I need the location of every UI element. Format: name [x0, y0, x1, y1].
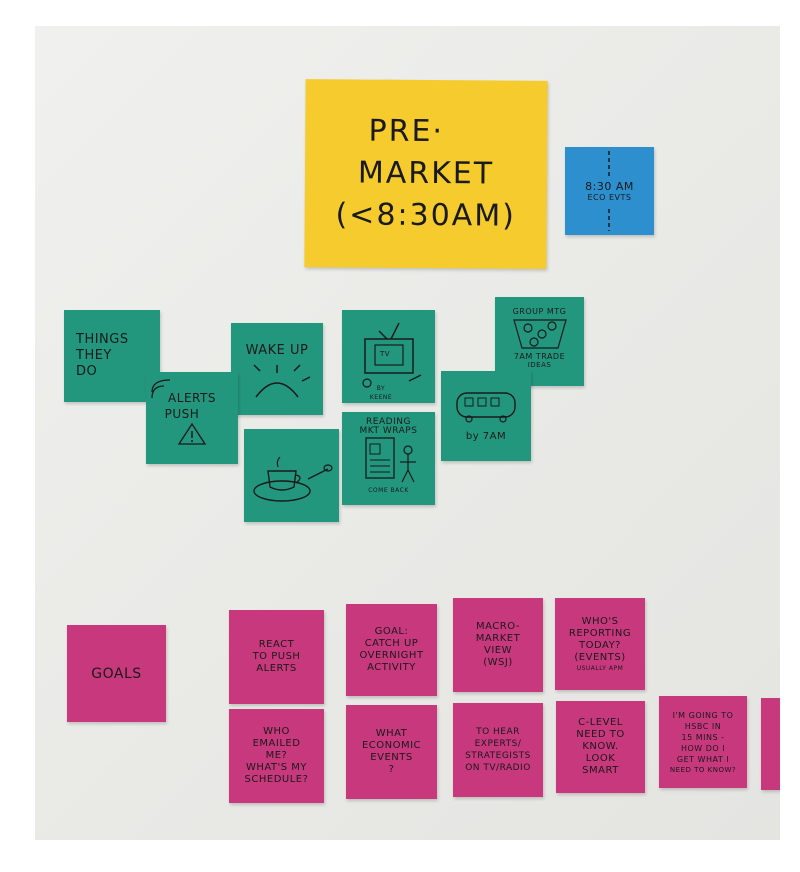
goal-r2-1-line-1: WHO: [263, 726, 290, 737]
goal-r2-1-line-5: SCHEDULE?: [244, 774, 309, 785]
commute-time-label: by 7AM: [465, 431, 507, 442]
goal-note-who-emailed: WHO EMAILED ME? WHAT'S MY SCHEDULE?: [229, 709, 324, 803]
goal-r1-4-line-4: (EVENTS): [574, 651, 626, 663]
reading-line-2: MKT WRAPS: [359, 426, 418, 436]
coffee-note: [244, 429, 339, 522]
dashed-divider-icon: [608, 151, 610, 231]
group-meeting-label: GROUP MTG: [512, 307, 567, 316]
goal-r2-4-line-2: NEED TO: [576, 729, 625, 740]
goal-r2-4-line-4: LOOK: [585, 753, 616, 764]
goal-r2-5-line-6: NEED TO KNOW?: [669, 765, 737, 774]
goal-note-hear-experts: TO HEAR EXPERTS/ STRATEGISTS ON TV/RADIO: [453, 703, 543, 797]
goal-r2-3-line-2: EXPERTS/: [474, 739, 522, 749]
goal-r1-2-line-4: ACTIVITY: [367, 662, 416, 673]
tv-note: TV BY KEENE: [342, 310, 435, 403]
goal-note-hsbc-meeting: I'M GOING TO HSBC IN 15 MINS - HOW DO I …: [659, 696, 747, 788]
pre-market-note: PRE· MARKET (<8:30AM): [304, 79, 548, 269]
things-line-2: THEY: [76, 348, 112, 363]
goal-r2-2-line-4: ?: [388, 764, 395, 775]
goal-note-partial-edge: [761, 698, 780, 790]
group-meeting-note: GROUP MTG 7AM TRADE IDEAS: [495, 297, 584, 386]
reading-sub-label: COME BACK: [368, 487, 409, 494]
goal-note-catch-up: GOAL: CATCH UP OVERNIGHT ACTIVITY: [346, 604, 437, 696]
goal-r2-5-line-5: GET WHAT I: [676, 754, 730, 764]
commute-note: by 7AM: [441, 371, 531, 461]
goal-r1-1-line-1: REACT: [258, 639, 295, 650]
pre-market-line-2: MARKET: [357, 155, 495, 192]
reading-line-1: READING: [366, 417, 411, 427]
goal-note-economic-events: WHAT ECONOMIC EVENTS ?: [346, 705, 437, 799]
pre-market-line-3: (<8:30AM): [335, 197, 516, 234]
goal-r1-4-line-3: TODAY?: [579, 639, 621, 651]
eco-events-time: 8:30 AM: [585, 179, 634, 193]
goal-r2-4-line-3: KNOW.: [582, 741, 619, 752]
sunrise-icon: [253, 364, 311, 398]
things-line-3: DO: [76, 364, 98, 379]
goal-r2-5-line-2: HSBC IN: [684, 721, 722, 731]
whiteboard-wall: PRE· MARKET (<8:30AM) 8:30 AM ECO EVTS T…: [35, 26, 780, 840]
television-icon: [361, 322, 421, 388]
alerts-line-2: PUSH: [164, 407, 200, 421]
goal-r1-4-line-1: WHO'S: [581, 615, 619, 627]
goal-r2-5-line-3: 15 MINS -: [681, 732, 725, 742]
tv-sub-label: BY KEENE: [369, 385, 393, 401]
things-they-do-note: THINGS THEY DO: [64, 310, 160, 402]
tv-screen-label: TV: [380, 350, 391, 358]
goal-r2-4-line-5: SMART: [582, 765, 619, 776]
goals-header-note: GOALS: [67, 625, 166, 722]
goal-r2-2-line-2: ECONOMIC: [361, 740, 422, 751]
goal-r2-1-line-2: EMAILED: [252, 738, 301, 749]
warning-icon: [177, 422, 207, 445]
goal-r2-3-line-3: STRATEGISTS: [465, 751, 531, 761]
newspaper-icon: [364, 437, 416, 483]
goal-r1-3-line-3: VIEW: [484, 645, 512, 656]
signal-waves-icon: [151, 379, 171, 399]
goal-r2-3-line-4: ON TV/RADIO: [465, 763, 531, 773]
goal-r2-5-line-1: I'M GOING TO: [672, 710, 734, 720]
goal-r1-2-line-1: GOAL:: [374, 626, 409, 637]
goal-r2-5-line-4: HOW DO I: [680, 743, 726, 753]
things-line-1: THINGS: [76, 332, 129, 347]
goal-r2-3-line-1: TO HEAR: [476, 727, 520, 737]
wake-up-note: WAKE UP: [231, 323, 323, 415]
goal-r1-3-line-1: MACRO-: [476, 621, 520, 632]
people-network-icon: [512, 319, 567, 349]
goal-note-macro-view: MACRO- MARKET VIEW (WSJ): [453, 598, 543, 692]
pre-market-line-1: PRE·: [368, 113, 445, 150]
goal-r1-3-line-2: MARKET: [475, 633, 521, 644]
goal-r2-1-line-3: ME?: [265, 750, 288, 761]
alerts-push-note: ALERTS PUSH: [146, 372, 238, 464]
coffee-cup-icon: [252, 456, 333, 502]
goal-r2-1-line-4: WHAT'S MY: [245, 762, 308, 773]
alerts-line-1: ALERTS: [168, 391, 216, 405]
goal-r2-2-line-1: WHAT: [375, 728, 408, 739]
goal-note-c-level: C-LEVEL NEED TO KNOW. LOOK SMART: [556, 701, 645, 793]
goals-header-label: GOALS: [91, 665, 142, 682]
eco-events-label: ECO EVTS: [587, 192, 632, 202]
trade-ideas-line-1: 7AM TRADE: [513, 352, 566, 361]
goal-r1-4-line-2: REPORTING: [568, 627, 632, 639]
eco-events-note: 8:30 AM ECO EVTS: [565, 147, 654, 235]
goal-r1-3-line-4: (WSJ): [483, 657, 513, 668]
goal-r2-4-line-1: C-LEVEL: [578, 717, 623, 728]
trade-ideas-line-2: IDEAS: [527, 361, 552, 369]
goal-r2-2-line-3: EVENTS: [370, 752, 413, 763]
goal-r1-2-line-2: CATCH UP: [364, 638, 419, 649]
goal-note-reporting-today: WHO'S REPORTING TODAY? (EVENTS) USUALLY …: [555, 598, 645, 690]
bus-icon: [456, 392, 516, 423]
goal-r1-1-line-2: TO PUSH: [252, 651, 301, 662]
goal-r1-4-line-5: USUALLY APM: [576, 664, 624, 672]
goal-r1-2-line-3: OVERNIGHT: [359, 650, 424, 661]
reading-note: READING MKT WRAPS COME BACK: [342, 412, 435, 505]
wake-up-label: WAKE UP: [245, 343, 309, 358]
goal-note-react-alerts: REACT TO PUSH ALERTS: [229, 610, 324, 704]
goal-r1-1-line-3: ALERTS: [256, 663, 297, 674]
